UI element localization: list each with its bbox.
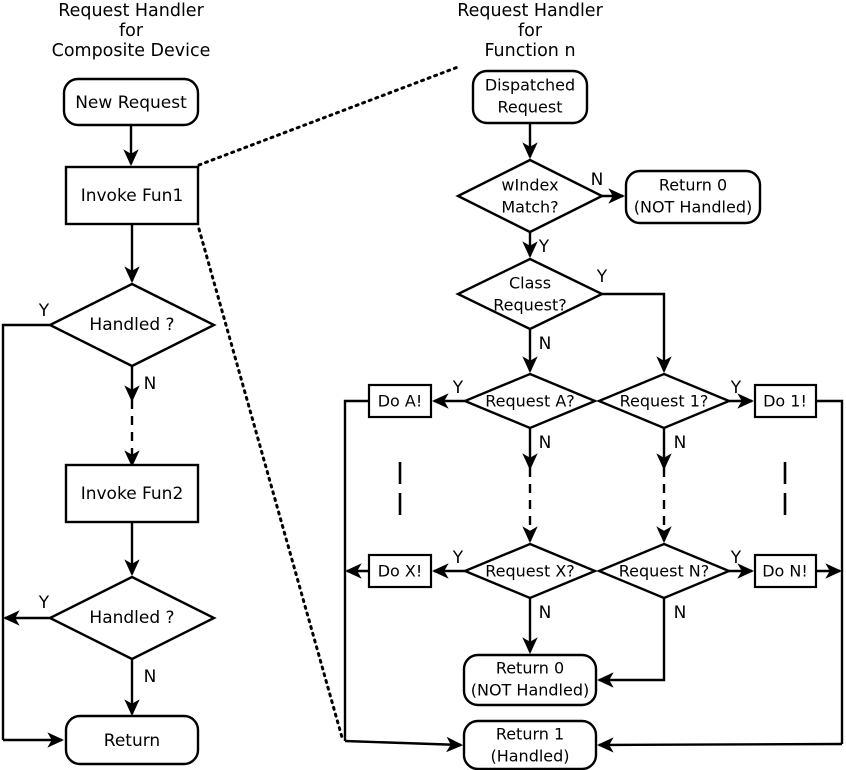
edge-label-windex-no: N — [591, 170, 604, 190]
expansion-connector-top — [197, 65, 460, 167]
node-label: Handled ? — [89, 608, 174, 628]
node-label: Do N! — [762, 562, 808, 581]
node-label: Do X! — [378, 562, 423, 581]
edge-label-handled1-no: N — [144, 374, 157, 394]
node-do-1: Do 1! — [753, 383, 818, 419]
node-label: Request 1? — [620, 392, 709, 411]
edge-label-handled2-no: N — [144, 667, 157, 687]
node-return0-bottom: Return 0 (NOT Handled) — [462, 653, 598, 707]
edge-class-yes-to-request-1 — [602, 292, 672, 374]
edge-left-rail-to-return1 — [344, 736, 464, 753]
node-request-a: Request A? — [461, 372, 599, 430]
node-label-line-1: Dispatched — [485, 76, 575, 95]
edge-label-request-n-yes: Y — [730, 548, 742, 568]
panel-title-line-3: Function n — [484, 41, 575, 61]
edge-label-request-a-yes: Y — [452, 378, 464, 398]
node-do-x: Do X! — [367, 553, 433, 589]
node-label: Request N? — [619, 562, 710, 581]
node-new-request: New Request — [62, 77, 200, 127]
edge-handled1-yes-rail — [1, 323, 50, 740]
edge-do-a-to-left-rail — [343, 399, 369, 741]
node-label-line-1: Class — [509, 274, 551, 293]
panel-title-line-2: for — [119, 21, 144, 41]
node-label: Do 1! — [763, 392, 807, 411]
panel-title-function-n: Request Handler for Function n — [457, 1, 603, 61]
edge-label-handled1-yes: Y — [38, 301, 50, 321]
panel-title-composite-device: Request Handler for Composite Device — [52, 1, 211, 61]
node-label: Do A! — [378, 392, 423, 411]
edge-label-request-x-yes: Y — [452, 548, 464, 568]
node-label-line-1: wIndex — [501, 176, 558, 195]
node-label: Invoke Fun1 — [81, 186, 184, 206]
node-label-line-2: Request — [498, 98, 563, 117]
edge-do-1-to-right-rail — [816, 399, 844, 744]
node-invoke-fun2: Invoke Fun2 — [64, 463, 200, 524]
node-request-n: Request N? — [595, 542, 733, 600]
edge-request-n-no-to-return0 — [596, 598, 666, 688]
node-label: New Request — [75, 93, 187, 113]
node-label: Request A? — [485, 392, 575, 411]
edge-label-class-no: N — [539, 334, 552, 354]
node-return1: Return 1 (Handled) — [462, 719, 598, 770]
edge-label-class-yes: Y — [596, 267, 608, 287]
node-return: Return — [64, 714, 200, 766]
panel-title-line-1: Request Handler — [457, 1, 603, 21]
node-label: Return — [104, 731, 160, 751]
node-label-line-2: (NOT Handled) — [634, 198, 752, 217]
panel-title-line-1: Request Handler — [58, 1, 204, 21]
node-do-n: Do N! — [753, 553, 818, 589]
edge-label-handled2-yes: Y — [38, 593, 50, 613]
node-label-line-2: Request? — [493, 296, 566, 315]
node-label: Handled ? — [89, 315, 174, 335]
node-label: Invoke Fun2 — [81, 484, 184, 504]
edge-right-rail-to-return1 — [596, 737, 843, 753]
panel-title-line-3: Composite Device — [52, 41, 211, 61]
node-request-1: Request 1? — [595, 372, 733, 430]
expansion-connector-bottom — [197, 227, 345, 743]
node-label-line-1: Return 0 — [659, 176, 727, 195]
edge-label-request-1-yes: Y — [730, 378, 742, 398]
node-request-x: Request X? — [461, 542, 599, 600]
node-return0-top: Return 0 (NOT Handled) — [624, 169, 762, 225]
node-handled-1: Handled ? — [47, 282, 217, 368]
edge-label-request-n-no: N — [674, 603, 687, 623]
edge-label-request-a-no: N — [539, 433, 552, 453]
node-handled-2: Handled ? — [47, 575, 217, 661]
edge-label-request-1-no: N — [674, 433, 687, 453]
node-invoke-fun1: Invoke Fun1 — [64, 165, 200, 226]
node-label-line-1: Return 0 — [496, 659, 564, 678]
node-class-request: Class Request? — [455, 257, 605, 331]
edge-label-windex-yes: Y — [538, 237, 550, 257]
node-label-line-2: (NOT Handled) — [471, 681, 589, 700]
node-label-line-2: Match? — [501, 198, 558, 217]
node-label-line-2: (Handled) — [490, 747, 569, 766]
node-do-a: Do A! — [367, 383, 433, 419]
node-dispatched-request: Dispatched Request — [471, 69, 589, 125]
node-windex-match: wIndex Match? — [455, 158, 605, 234]
panel-title-line-2: for — [518, 21, 543, 41]
node-label: Request X? — [485, 562, 575, 581]
node-label-line-1: Return 1 — [496, 725, 564, 744]
edge-label-request-x-no: N — [539, 603, 552, 623]
